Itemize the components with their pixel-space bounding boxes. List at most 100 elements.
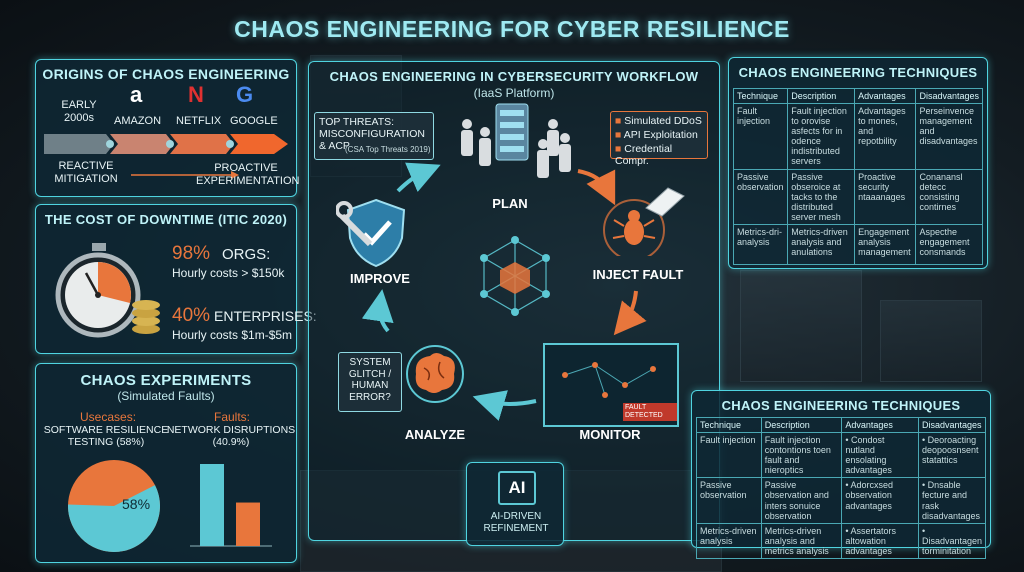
ai-refinement-box: AI AI-DRIVEN REFINEMENT xyxy=(466,462,564,546)
cell: • Assertators altowation advantages xyxy=(841,522,919,559)
techniques-panel-top: CHAOS ENGINEERING TECHNIQUES Technique D… xyxy=(728,57,988,269)
cell: Perseinvence management and disadvantage… xyxy=(915,103,983,170)
cell: Passive obseroice at tacks to the distri… xyxy=(787,168,856,225)
origins-title: ORIGINS OF CHAOS ENGINEERING xyxy=(42,66,290,82)
pie-slice-main xyxy=(68,485,160,552)
cell: Fault injection xyxy=(696,432,762,479)
amazon-icon: a xyxy=(130,82,143,107)
cell: Fault injection xyxy=(732,103,789,170)
experiments-title: CHAOS EXPERIMENTS xyxy=(80,372,252,389)
ai-chip-icon: AI xyxy=(498,471,536,505)
header-advantages: Advantages xyxy=(854,87,917,105)
proactive-experimentation-label: PROACTIVE EXPERIMENTATION xyxy=(196,162,300,187)
sim-item-ddos: ■ Simulated DDoS xyxy=(615,115,702,127)
usecases-label: Usecases: xyxy=(80,410,137,424)
threats-source: (CSA Top Threats 2019) xyxy=(345,145,431,154)
cell: Metrics-driven analysis xyxy=(696,522,762,559)
sim-item-api: ■ API Exploitation xyxy=(615,129,698,141)
experiments-panel: CHAOS EXPERIMENTS (Simulated Faults) Use… xyxy=(35,363,297,563)
monitor-badge: FAULT DETECTED xyxy=(623,403,677,422)
cell: Aspecthe engagement consmands xyxy=(915,223,983,265)
header-advantages: Advantages xyxy=(841,416,919,434)
step-monitor: MONITOR xyxy=(579,427,641,442)
cell: Metrics-driven analysis and anulations xyxy=(787,223,856,265)
step-plan: PLAN xyxy=(492,196,528,211)
faults-value: NETWORK DISRUPTIONS (40.9%) xyxy=(166,424,296,449)
workflow-title: CHAOS ENGINEERING IN CYBERSECURITY WORKF… xyxy=(329,69,699,84)
pie-label: 58% xyxy=(122,496,151,512)
step-improve: IMPROVE xyxy=(350,271,410,286)
timeline-arrow xyxy=(44,134,288,154)
timeline-netflix: NETFLIX xyxy=(176,115,222,127)
origins-panel: ORIGINS OF CHAOS ENGINEERING EARLY 2000s… xyxy=(35,59,300,197)
fault-bug-icon xyxy=(603,187,685,256)
table-header-row: Technique Description Advantages Disadva… xyxy=(732,87,983,105)
netflix-icon: N xyxy=(188,82,204,107)
network-cube-icon xyxy=(480,236,550,316)
timeline-early-2000s: EARLY 2000s xyxy=(61,99,97,124)
cell: Engagement analysis management xyxy=(854,223,917,265)
cell: Fault injection to orovise asfects for i… xyxy=(787,103,856,170)
usecases-value: SOFTWARE RESILIENCE TESTING (58%) xyxy=(43,424,169,449)
brain-icon xyxy=(406,345,464,403)
reactive-mitigation-label: REACTIVE MITIGATION xyxy=(54,160,118,185)
header-description: Description xyxy=(760,416,843,434)
background-monitor xyxy=(740,270,862,382)
table-row: Metrics-driven analysis Metrics-driven a… xyxy=(696,522,987,559)
glitch-text: SYSTEM GLITCH / HUMAN ERROR? xyxy=(348,357,392,403)
shield-wrench-icon xyxy=(336,198,406,268)
downtime-panel: THE COST OF DOWNTIME (ITIC 2020) 98% ORG… xyxy=(35,204,317,354)
cell: • Condost nutland ensolating advantages xyxy=(841,432,919,479)
ai-label: AI-DRIVEN REFINEMENT xyxy=(483,511,549,534)
timeline-amazon: AMAZON xyxy=(114,115,162,127)
table-row: Fault injection Fault injection to orovi… xyxy=(732,103,983,170)
techniques-table-bottom: Technique Description Advantages Disadva… xyxy=(696,416,987,559)
stat2-detail: Hourly costs $1m-$5m xyxy=(172,328,293,342)
cell: Passive observation xyxy=(732,168,789,225)
stat2-label: ENTERPRISES: xyxy=(214,308,317,324)
stopwatch-icon xyxy=(55,243,160,338)
stat1-value: 98% xyxy=(172,243,211,264)
table-row: Fault injection Fault injection contonti… xyxy=(696,432,987,479)
cell: • Disadvantagen torminitation xyxy=(917,522,987,559)
cell: Passive observation and inters sonuice o… xyxy=(760,477,843,524)
bar-1 xyxy=(236,502,260,546)
cell: Advantages to mones, and repotbility xyxy=(854,103,917,170)
bar-chart xyxy=(190,464,272,547)
ai-chip-text: AI xyxy=(508,478,526,497)
cell: Proactive security ntaaanages xyxy=(854,168,917,225)
cell: • Adorcxsed observation advantages xyxy=(841,477,919,524)
bar-0 xyxy=(200,464,224,546)
cell: Passive observation xyxy=(696,477,762,524)
header-description: Description xyxy=(787,87,856,105)
header-technique: Technique xyxy=(696,416,762,434)
techniques-panel-bottom: CHAOS ENGINEERING TECHNIQUES Technique D… xyxy=(691,390,991,559)
timeline-google: GOOGLE xyxy=(230,115,278,127)
sim-item-credential: ■ Credential Compr. xyxy=(615,143,673,168)
simulated-attacks-box: ■ Simulated DDoS ■ API Exploitation ■ Cr… xyxy=(610,111,708,167)
workflow-arrows xyxy=(361,162,647,421)
monitor-graph-icon xyxy=(562,362,656,398)
page-title: CHAOS ENGINEERING FOR CYBER RESILIENCE xyxy=(234,16,790,42)
stat1-label: ORGS: xyxy=(222,246,271,263)
cell: Conanansl detecc consisting contirnes xyxy=(915,168,983,225)
cell: • Deoroacting deopoosnsent statattics xyxy=(917,432,987,479)
team-icon xyxy=(461,119,571,178)
threats-box: TOP THREATS: MISCONFIGURATION & ACP (CSA… xyxy=(314,112,434,160)
table-row: Passive observation Passive observation … xyxy=(696,477,987,524)
faults-label: Faults: xyxy=(214,410,251,424)
monitor-screen: FAULT DETECTED xyxy=(543,343,679,427)
step-analyze: ANALYZE xyxy=(404,427,466,442)
server-rack-icon xyxy=(495,103,529,161)
header-disadvantages: Disadvantages xyxy=(915,87,983,105)
background-monitor xyxy=(880,300,982,382)
downtime-title: THE COST OF DOWNTIME (ITIC 2020) xyxy=(44,212,288,227)
google-icon: G xyxy=(236,82,254,107)
step-inject-fault: INJECT FAULT xyxy=(592,267,684,282)
techniques-top-title: CHAOS ENGINEERING TECHNIQUES xyxy=(738,65,978,80)
header-technique: Technique xyxy=(732,87,789,105)
header-disadvantages: Disadvantages xyxy=(917,416,987,434)
stat1-detail: Hourly costs > $150k xyxy=(172,266,285,280)
techniques-bottom-title: CHAOS ENGINEERING TECHNIQUES xyxy=(721,398,961,413)
workflow-subtitle: (IaaS Platform) xyxy=(473,86,555,100)
